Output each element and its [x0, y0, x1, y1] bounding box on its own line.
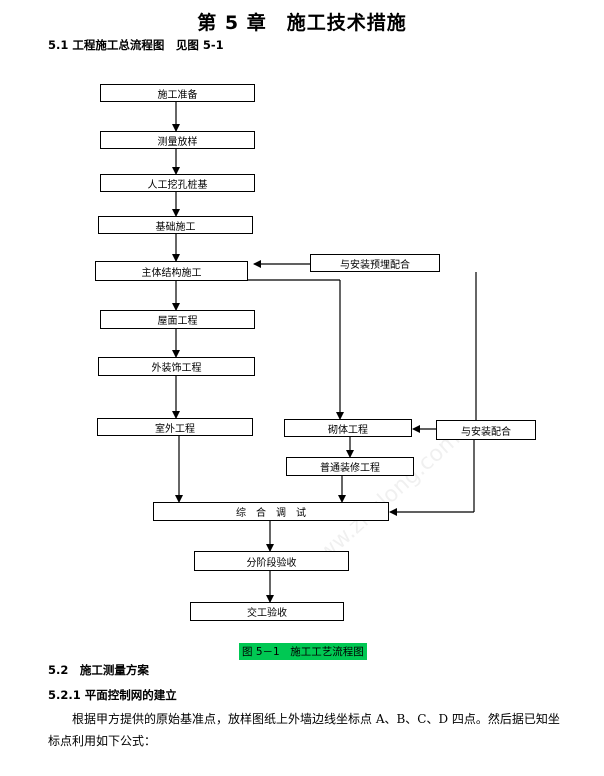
flow-box-foundation: 基础施工 — [98, 216, 253, 234]
flow-box-final-acceptance: 交工验收 — [190, 602, 344, 621]
flow-box-manual-pile: 人工挖孔桩基 — [100, 174, 255, 192]
section-5-2-1-heading: 5.2.1 平面控制网的建立 — [48, 688, 177, 702]
flow-box-masonry: 砌体工程 — [284, 419, 412, 437]
flow-box-installation-coop: 与安装配合 — [436, 420, 536, 440]
flow-box-roofing: 屋面工程 — [100, 310, 255, 329]
flow-box-construction-prep: 施工准备 — [100, 84, 255, 102]
flow-box-embedded-installation: 与安装预埋配合 — [310, 254, 440, 272]
flow-box-general-finishing: 普通装修工程 — [286, 457, 414, 476]
flow-box-survey-layout: 测量放样 — [100, 131, 255, 149]
section-5-1-heading: 5.1 工程施工总流程图 见图 5-1 — [48, 38, 224, 52]
flow-box-commissioning: 综 合 调 试 — [153, 502, 389, 521]
chapter-title: 第 5 章 施工技术措施 — [197, 12, 407, 34]
flow-box-exterior-decoration: 外装饰工程 — [98, 357, 255, 376]
flow-box-stage-acceptance: 分阶段验收 — [194, 551, 349, 571]
figure-caption: 图 5－1 施工工艺流程图 — [239, 643, 367, 660]
paragraph-line-1: 根据甲方提供的原始基准点，放样图纸上外墙边线坐标点 A、B、C、D 四点。然后据… — [72, 712, 560, 726]
paragraph-line-2: 标点利用如下公式： — [48, 734, 157, 748]
flow-box-main-structure: 主体结构施工 — [95, 261, 248, 281]
flow-box-outdoor-works: 室外工程 — [97, 418, 253, 436]
section-5-2-heading: 5.2 施工测量方案 — [48, 663, 149, 677]
